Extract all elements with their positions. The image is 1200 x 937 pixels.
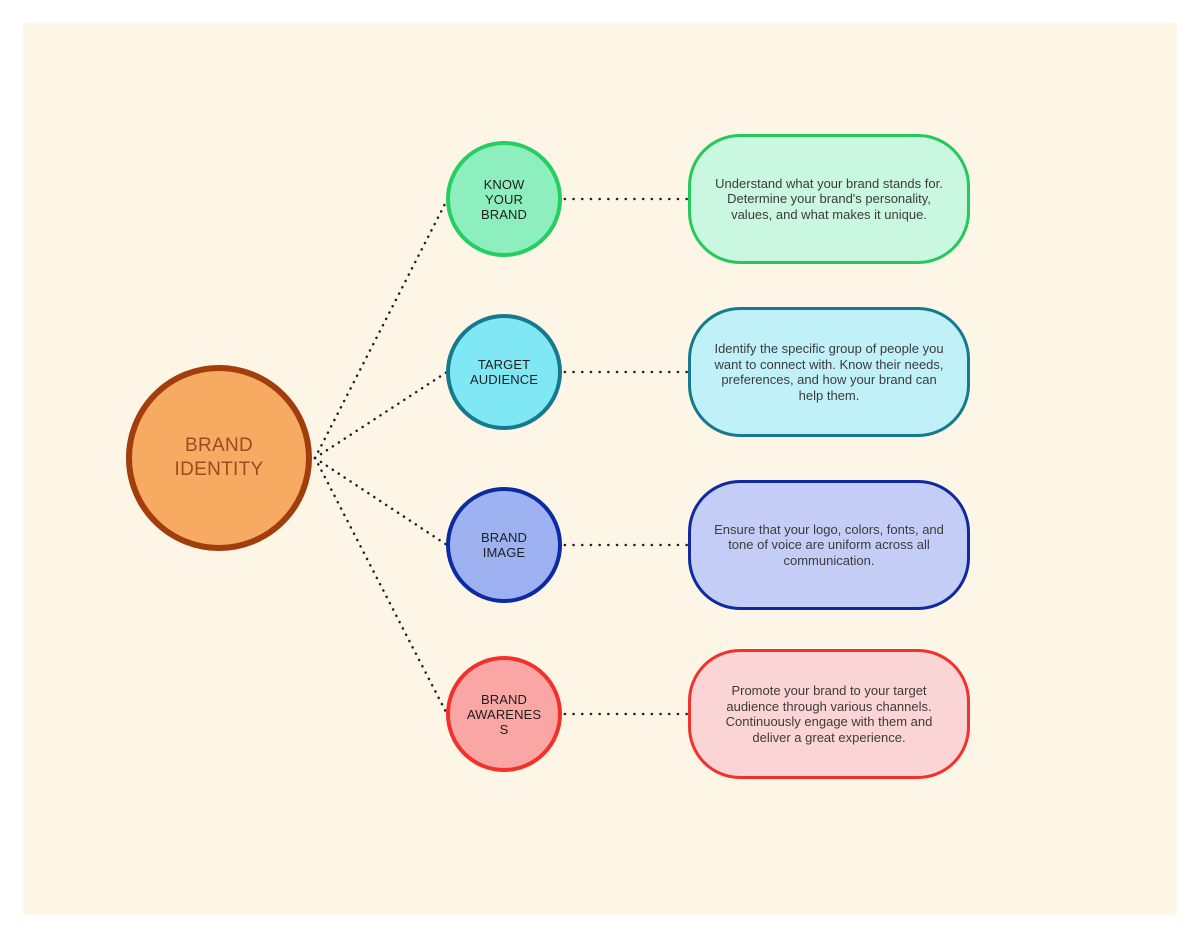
node-know-your-brand-label: KNOW YOUR BRAND (480, 176, 527, 222)
node-target-audience-label: TARGET AUDIENCE (470, 357, 538, 387)
connector-center-to-know-your-brand (313, 198, 449, 460)
node-brand-identity-label: BRAND IDENTITY (174, 435, 264, 480)
node-brand-awareness[interactable]: BRAND AWARENES S (446, 656, 562, 772)
node-brand-image[interactable]: BRAND IMAGE (446, 487, 562, 603)
node-know-your-brand[interactable]: KNOW YOUR BRAND (446, 141, 562, 257)
node-brand-awareness-label: BRAND AWARENES S (466, 691, 542, 737)
brand-image-description-text: Ensure that your logo, colors, fonts, an… (714, 521, 944, 568)
box-target-audience-description[interactable]: Identify the specific group of people yo… (688, 307, 970, 437)
node-brand-image-label: BRAND IMAGE (480, 530, 527, 560)
node-brand-identity[interactable]: BRAND IDENTITY (126, 365, 312, 551)
connector-center-to-target-audience (313, 370, 449, 460)
box-know-your-brand-description[interactable]: Understand what your brand stands for. D… (688, 134, 970, 264)
brand-awareness-description-text: Promote your brand to your target audien… (725, 683, 933, 745)
box-brand-image-description[interactable]: Ensure that your logo, colors, fonts, an… (688, 480, 970, 610)
node-target-audience[interactable]: TARGET AUDIENCE (446, 314, 562, 430)
box-brand-awareness-description[interactable]: Promote your brand to your target audien… (688, 649, 970, 779)
know-your-brand-description-text: Understand what your brand stands for. D… (715, 175, 943, 222)
connector-center-to-brand-image (313, 456, 449, 547)
connector-center-to-brand-awareness (313, 456, 449, 716)
target-audience-description-text: Identify the specific group of people yo… (714, 341, 944, 403)
